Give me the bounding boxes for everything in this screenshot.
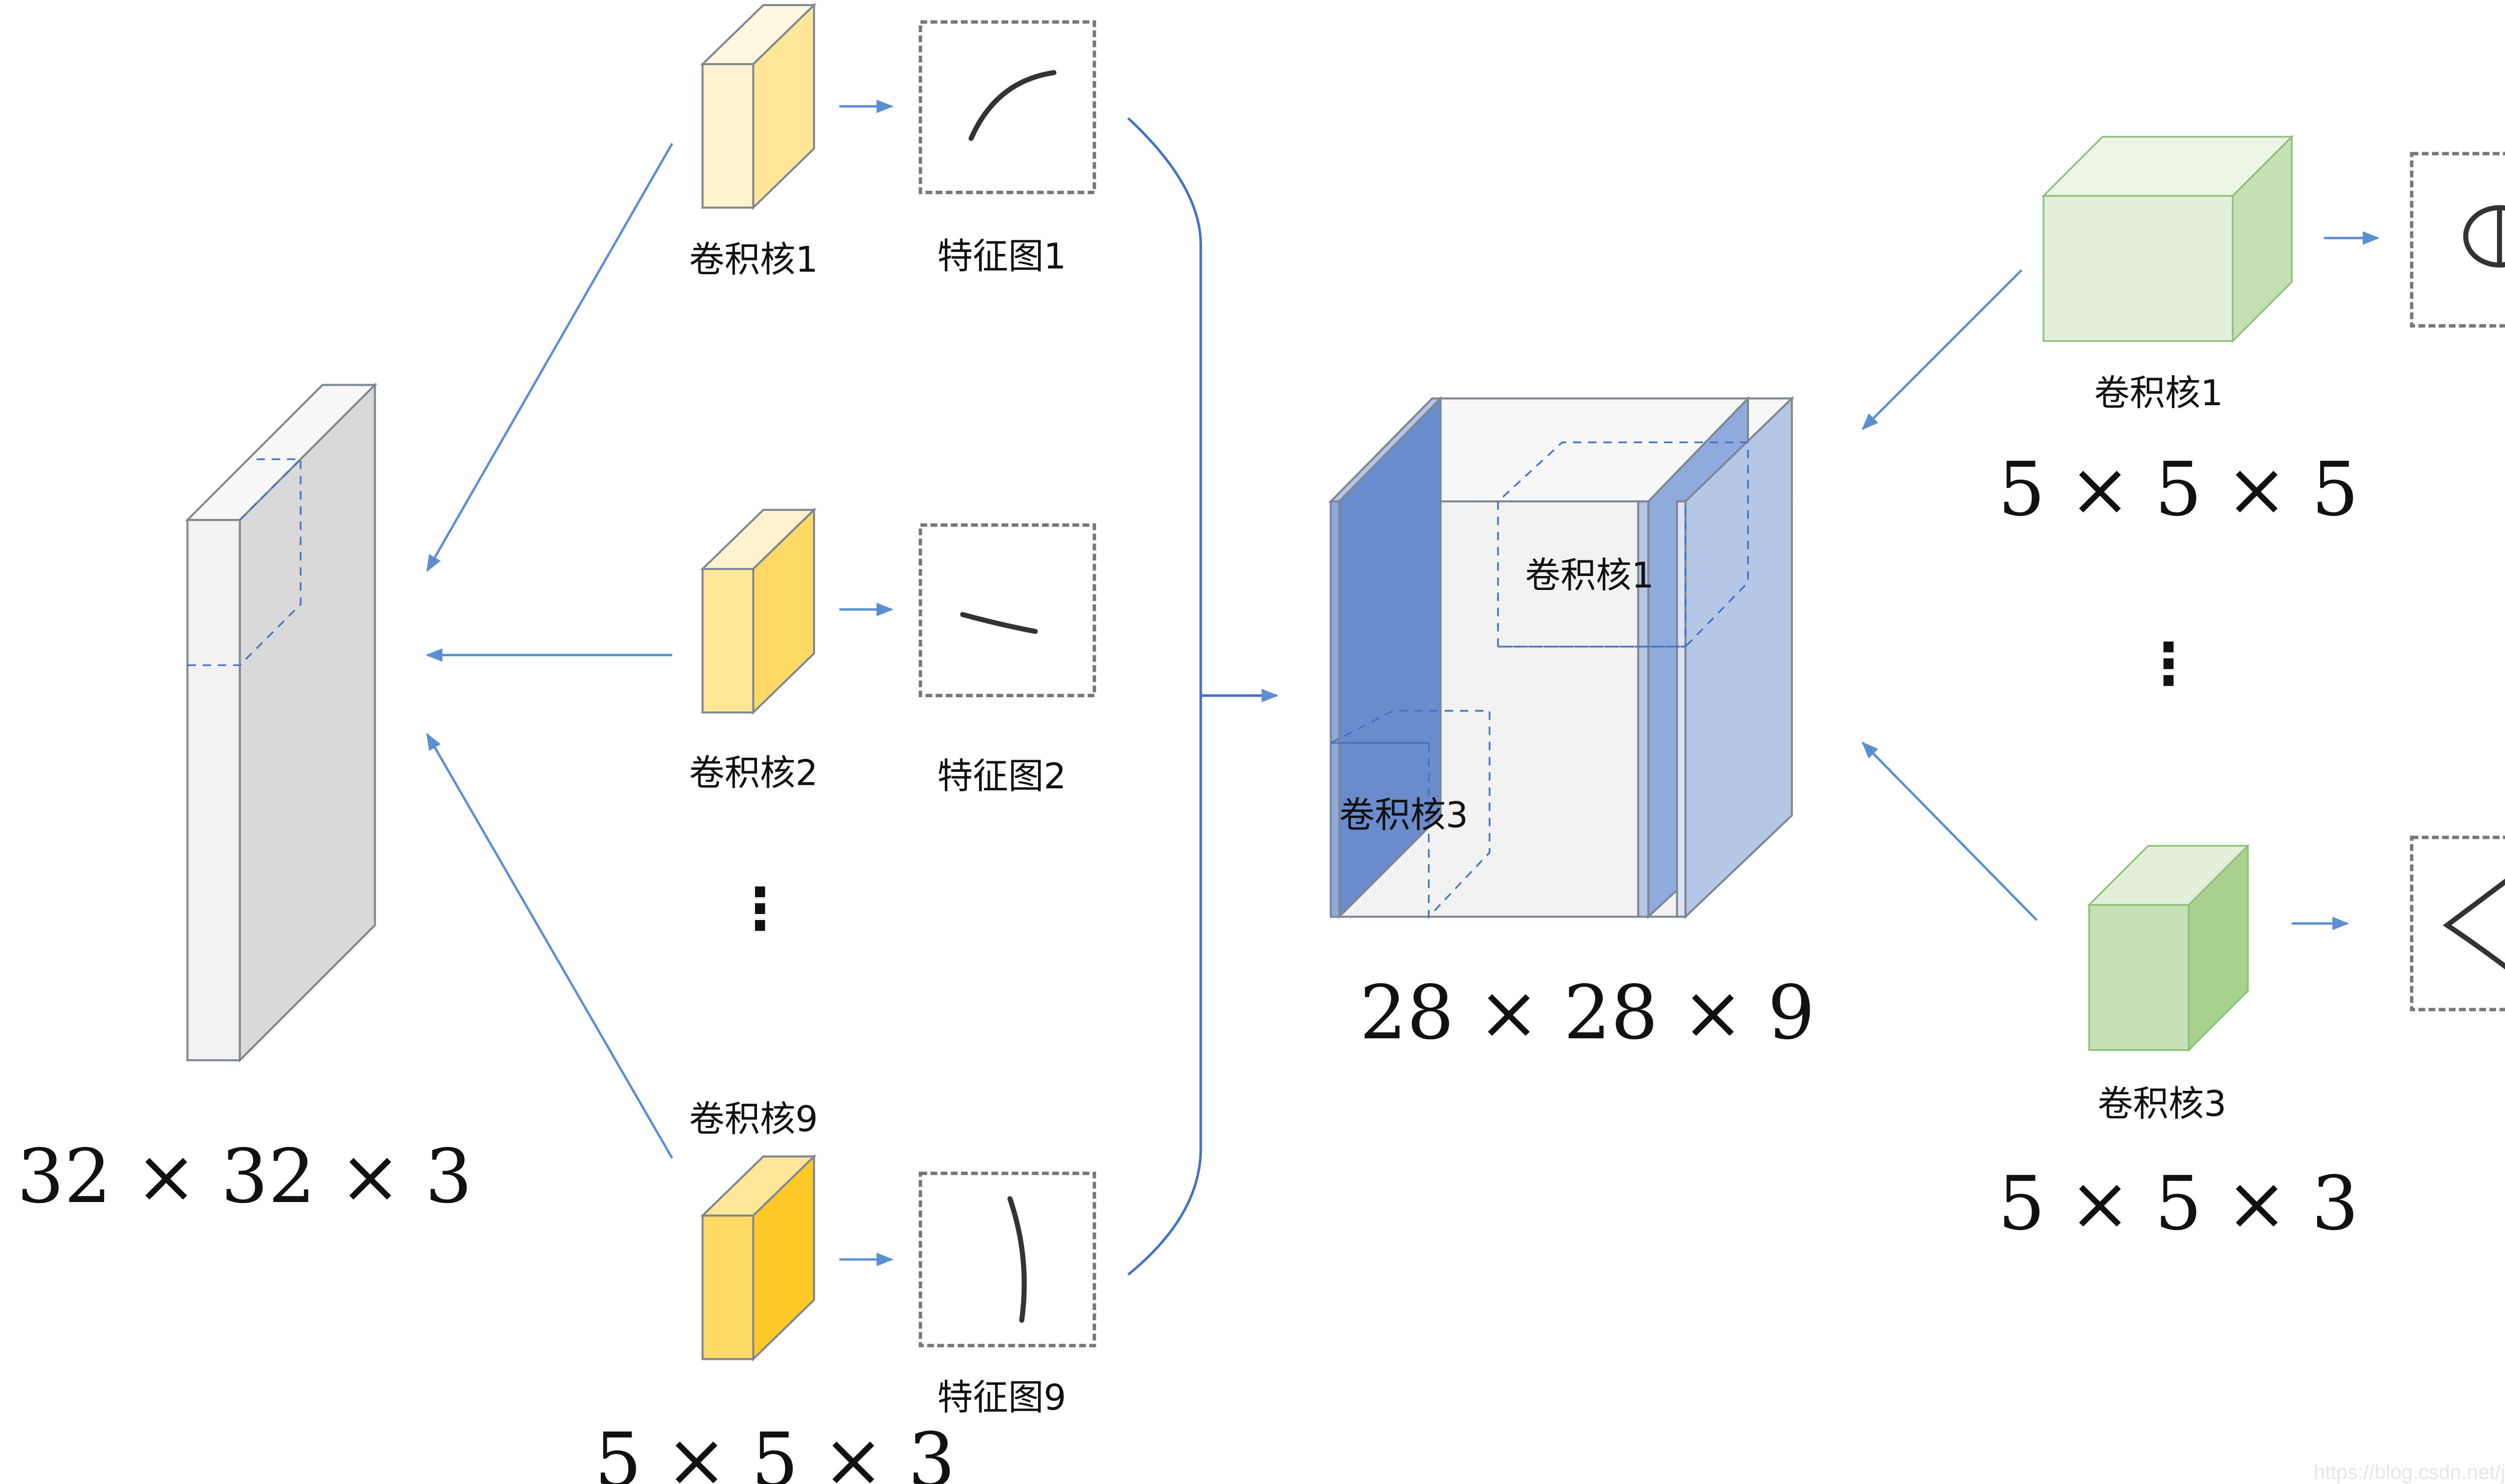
kernel-dims: 5 × 5 × 3	[1998, 1160, 2359, 1247]
feature-map-9	[918, 1171, 1096, 1347]
kernel-label: 卷积核9	[689, 1098, 818, 1139]
ellipsis: ⋮	[2140, 631, 2197, 698]
arrow	[1861, 741, 2038, 921]
arrow	[1861, 269, 2023, 430]
kernel-label: 卷积核1	[2094, 372, 2223, 414]
feature-map-label: 特征图1	[937, 235, 1066, 277]
feature-volume	[1328, 396, 1795, 920]
watermark: https://blog.csdn.net/jack__linux	[2314, 1460, 2505, 1483]
feature-stroke	[2463, 205, 2505, 268]
feature-map-1	[918, 20, 1096, 194]
arrow	[426, 143, 673, 572]
kernel-cube-1	[700, 3, 817, 210]
kernel-dims: 5 × 5 × 5	[1998, 446, 2359, 532]
input-dims: 32 × 32 × 3	[17, 1133, 472, 1220]
feature-map-label: 特征图2	[937, 755, 1066, 797]
right-kernel-cube-3	[2087, 843, 2250, 1052]
right-feature-map-1	[2410, 152, 2505, 328]
brace	[1127, 117, 1202, 1276]
kernel-label: 卷积核3	[2098, 1083, 2226, 1124]
kernel-label: 卷积核1	[1525, 554, 1654, 596]
kernel-dims: 5 × 5 × 3	[595, 1416, 955, 1484]
kernel-cube-2	[700, 507, 817, 715]
feature-stroke	[960, 612, 1038, 634]
feature-volume-dims: 28 × 28 × 9	[1360, 969, 1815, 1056]
kernel-cube-9	[700, 1154, 817, 1362]
right-feature-map-3	[2410, 835, 2505, 1012]
feature-map-2	[918, 523, 1096, 698]
feature-map-label: 特征图9	[937, 1377, 1066, 1418]
kernel-label: 卷积核3	[1339, 794, 1468, 836]
arrow	[426, 733, 673, 1159]
ellipsis: ⋮	[731, 876, 789, 943]
feature-stroke	[2442, 878, 2505, 970]
kernel-label: 卷积核1	[689, 239, 818, 280]
feature-stroke	[1007, 1196, 1027, 1323]
feature-stroke	[968, 70, 1057, 141]
kernel-label: 卷积核2	[689, 752, 818, 793]
right-kernel-cube-1	[2041, 134, 2294, 343]
input-volume	[185, 382, 378, 1063]
